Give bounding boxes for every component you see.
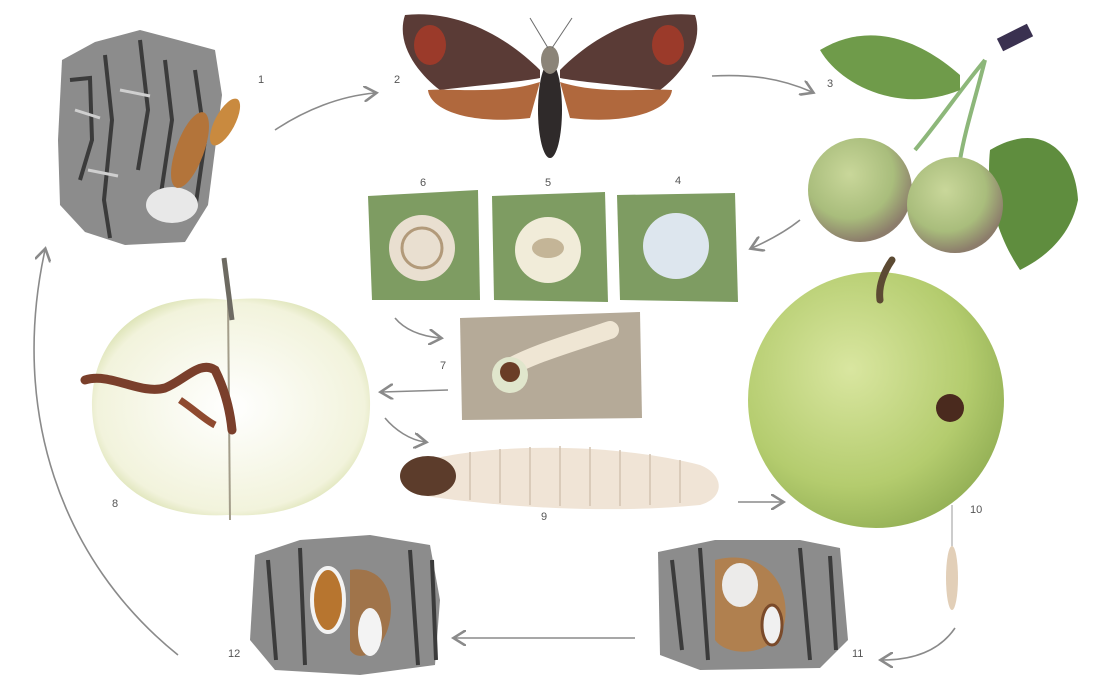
arrow-1-to-2 xyxy=(275,93,375,130)
arrow-6-to-7 xyxy=(395,318,440,338)
egg-stage-4 xyxy=(617,193,738,302)
arrow-2-to-3 xyxy=(712,76,812,92)
stage-label-11: 11 xyxy=(852,648,863,660)
arrow-3-to-4 xyxy=(752,220,800,248)
egg-stage-5 xyxy=(492,192,608,302)
adult-moth xyxy=(403,14,698,158)
stage-label-8: 8 xyxy=(112,498,118,510)
stage-label-5: 5 xyxy=(545,177,551,189)
hatching-larva xyxy=(460,312,642,420)
branch-with-young-apples xyxy=(808,30,1078,270)
bark-with-pupa xyxy=(250,535,440,675)
stage-label-9: 9 xyxy=(541,511,547,523)
apple-cross-section xyxy=(85,258,370,520)
stage-label-10: 10 xyxy=(970,504,982,516)
bark-with-cocoon xyxy=(658,540,848,670)
stage-label-1: 1 xyxy=(258,74,264,86)
stage-label-3: 3 xyxy=(827,78,833,90)
stage-label-4: 4 xyxy=(675,175,681,187)
stage-label-6: 6 xyxy=(420,177,426,189)
stage-label-12: 12 xyxy=(228,648,240,660)
stage-label-2: 2 xyxy=(394,74,400,86)
bark-with-pupal-case xyxy=(58,30,246,245)
mature-larva xyxy=(400,446,719,509)
arrow-7-to-8 xyxy=(382,390,448,392)
arrow-7-to-9 xyxy=(385,418,425,442)
stage-label-7: 7 xyxy=(440,360,446,372)
arrow-10-to-11 xyxy=(882,628,955,660)
egg-stage-6 xyxy=(368,190,480,300)
